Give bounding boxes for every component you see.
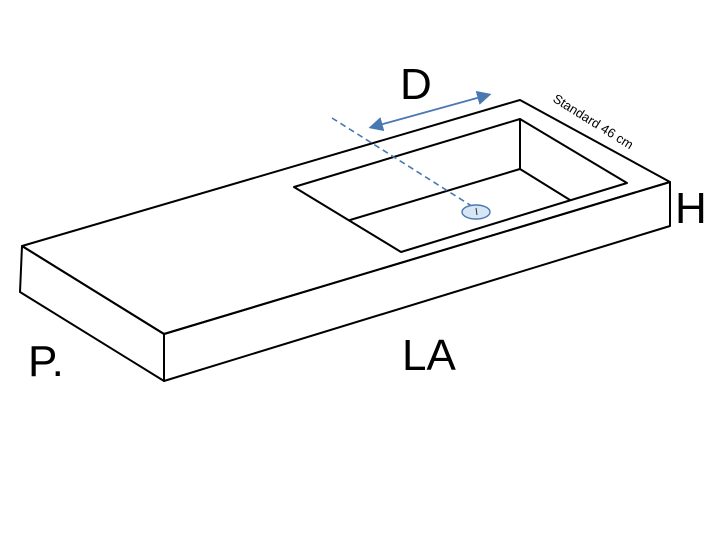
basin-back-wall [519,118,571,201]
label-depth-top: D [400,60,432,109]
slab-left-face [19,245,165,382]
label-height: H [675,184,707,233]
label-depth-front: P. [28,337,64,386]
drain-icon [461,204,491,220]
label-standard-depth: Standard 46 cm [550,91,636,152]
double-arrow-icon [368,90,492,132]
basin-rim [293,118,628,253]
slab-top-face [21,99,671,335]
sink-basin [293,118,628,253]
label-length: LA [402,331,456,380]
drain-center-line [331,117,479,211]
countertop-slab [19,99,671,382]
basin-bottom-back-edge [349,168,521,221]
